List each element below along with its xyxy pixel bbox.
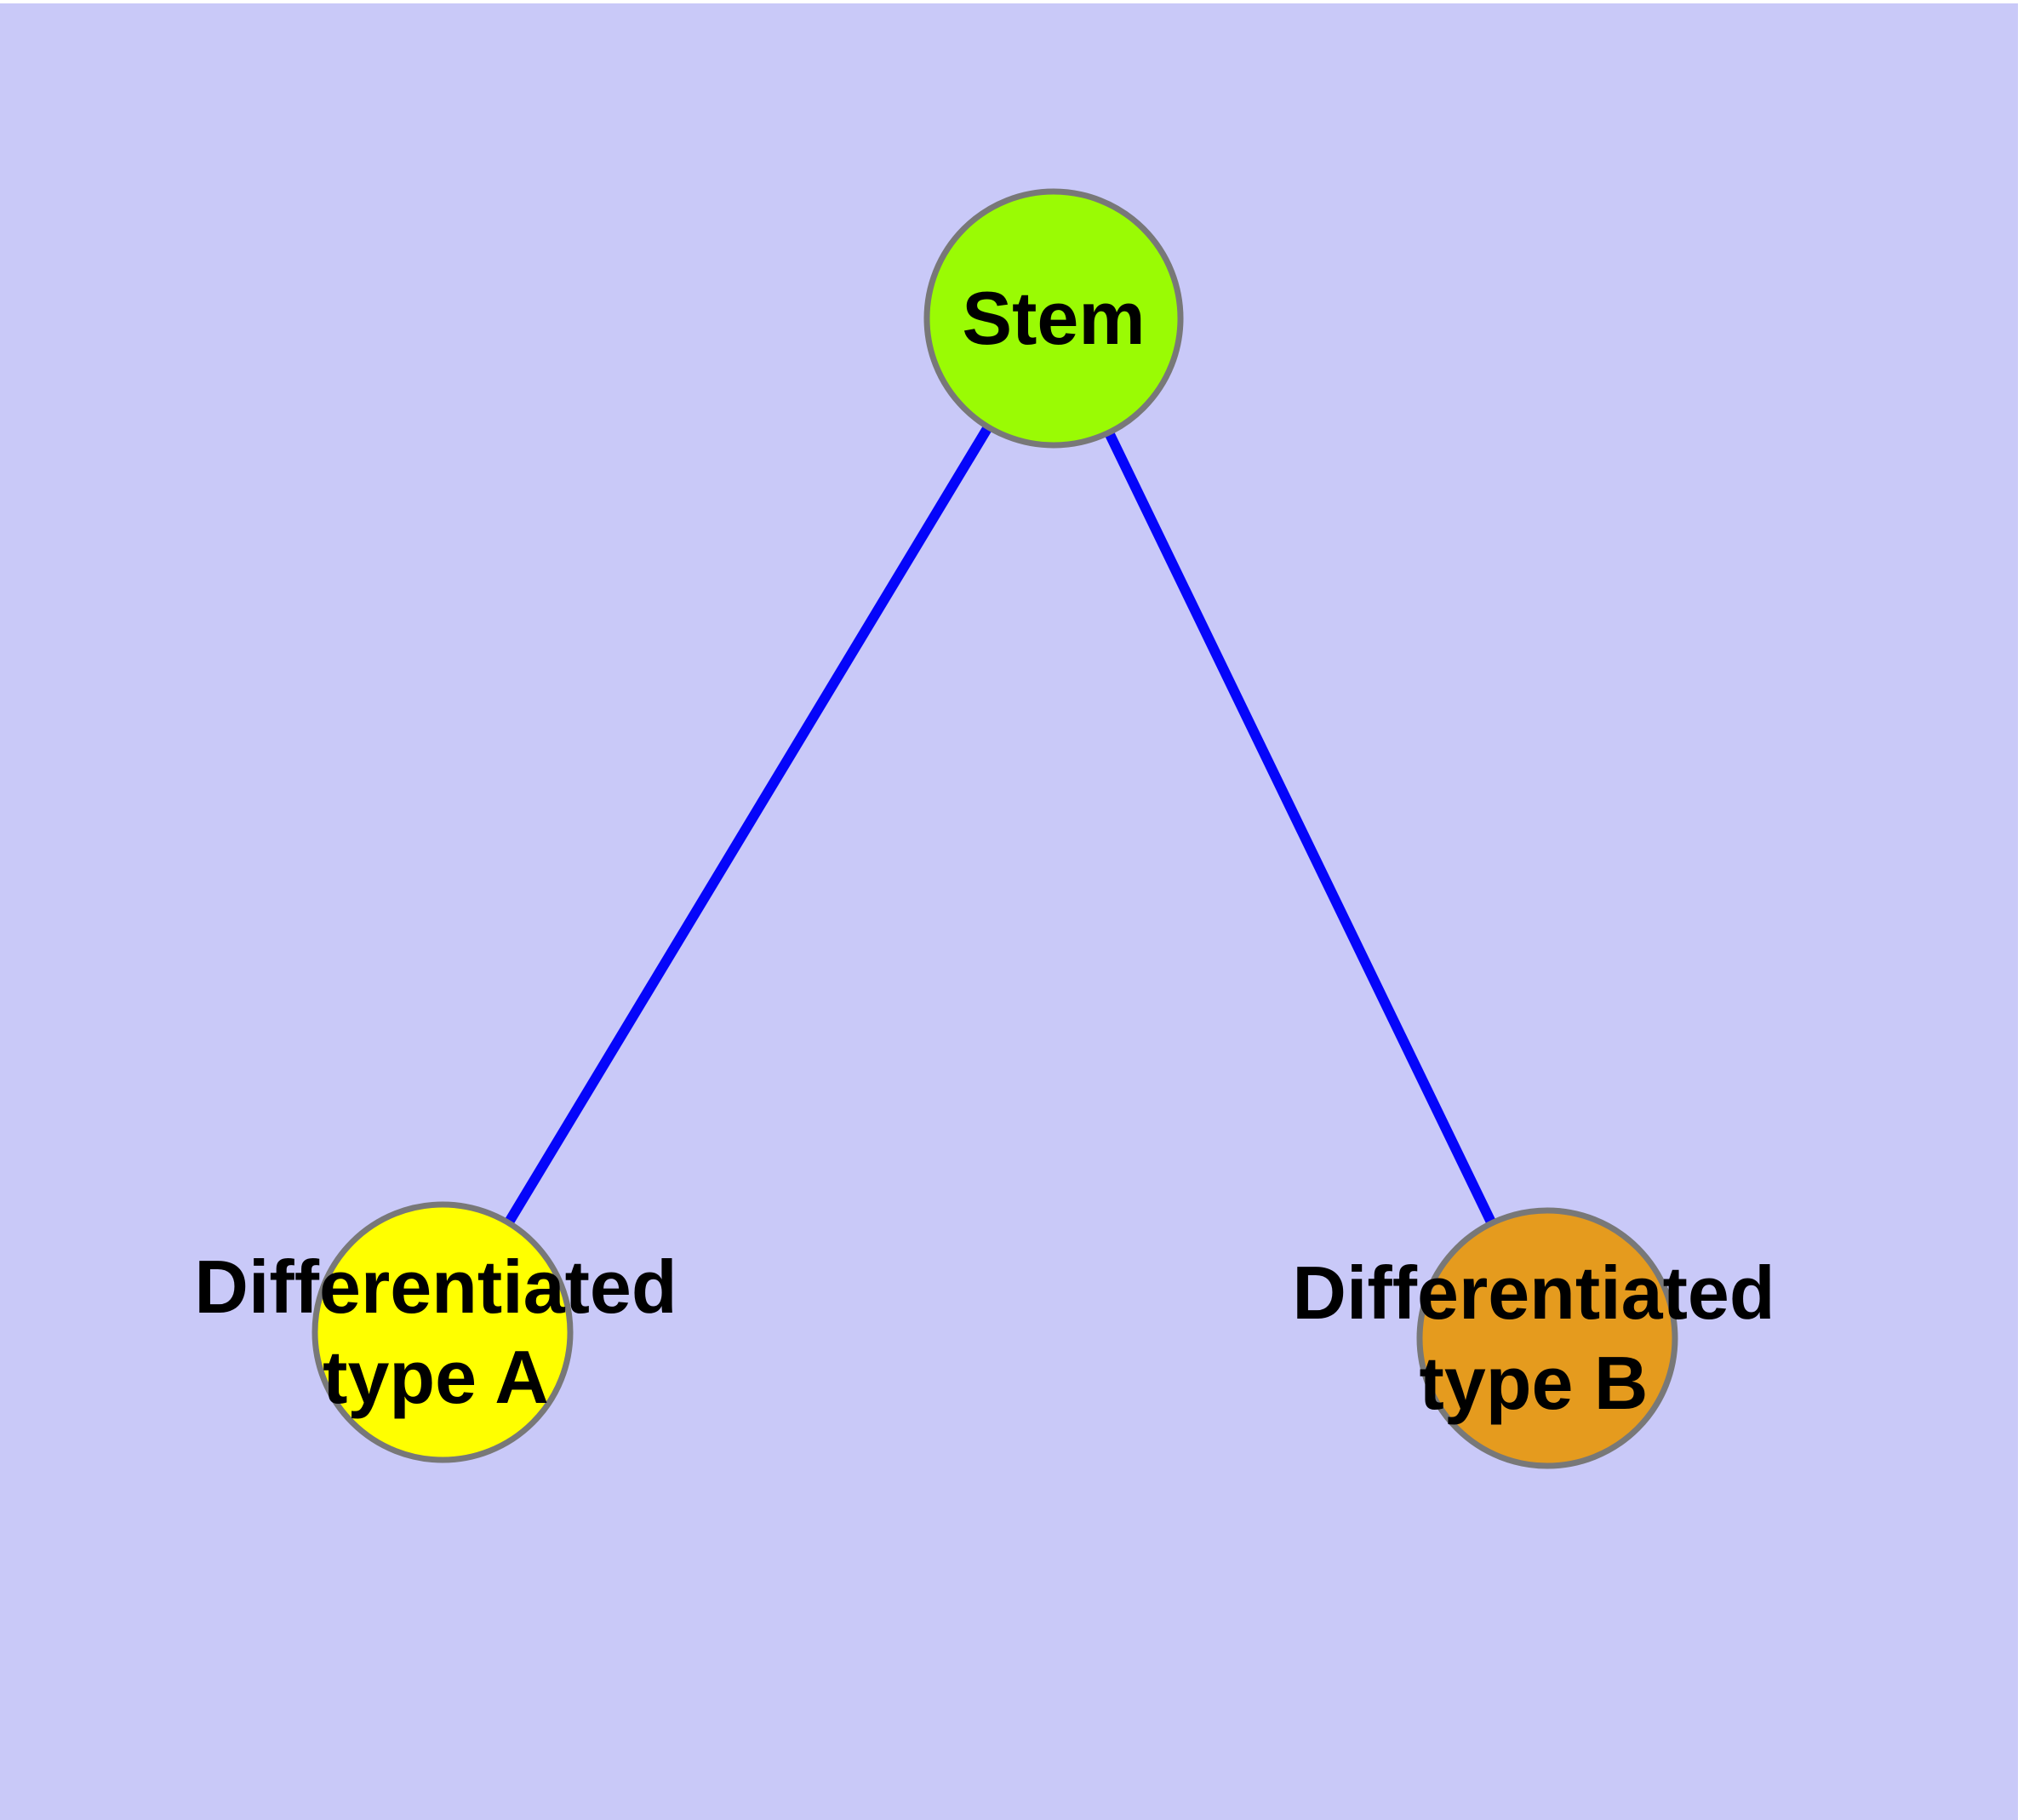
- node-stem: [923, 188, 1184, 449]
- node-differentiated-type-b: [1416, 1207, 1678, 1469]
- node-stem-label: Stem: [962, 276, 1146, 360]
- edge-stem-to-type-a: [437, 315, 1059, 1336]
- node-differentiated-type-a: [311, 1201, 574, 1463]
- edge-stem-to-type-b: [1049, 316, 1552, 1341]
- node-type-b-label: Differentiated type B: [1292, 1251, 1775, 1425]
- node-type-a-label: Differentiated type A: [194, 1245, 677, 1419]
